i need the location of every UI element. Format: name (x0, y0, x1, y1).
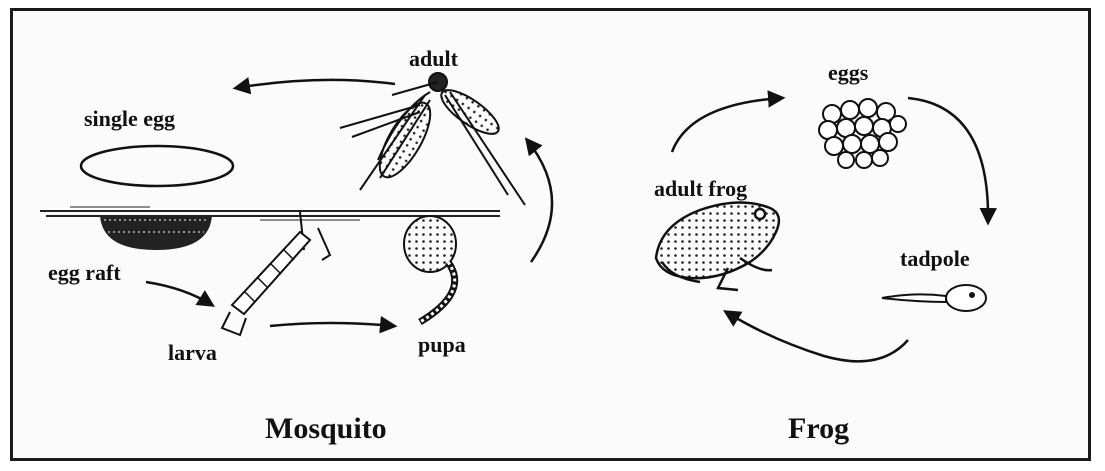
larva-illustration (222, 212, 330, 335)
mosquito-pupa-label: pupa (418, 334, 466, 356)
egg-raft-illustration (100, 215, 212, 250)
mosquito-adult-label: adult (409, 48, 458, 70)
frog-eggs-illustration (819, 99, 906, 168)
mosquito-egg-raft-label: egg raft (48, 262, 121, 284)
pupa-illustration (404, 216, 456, 322)
mosquito-larva-label: larva (168, 342, 217, 364)
frog-adult-label: adult frog (654, 178, 747, 200)
mosquito-title: Mosquito (265, 414, 387, 444)
single-egg-illustration (81, 146, 233, 186)
adult-frog-illustration (656, 202, 779, 290)
frog-title: Frog (788, 414, 849, 444)
frog-tadpole-label: tadpole (900, 248, 970, 270)
mosquito-single-egg-label: single egg (84, 108, 175, 130)
tadpole-illustration (882, 285, 986, 311)
adult-mosquito-illustration (340, 73, 525, 205)
frog-eggs-label: eggs (828, 62, 868, 84)
